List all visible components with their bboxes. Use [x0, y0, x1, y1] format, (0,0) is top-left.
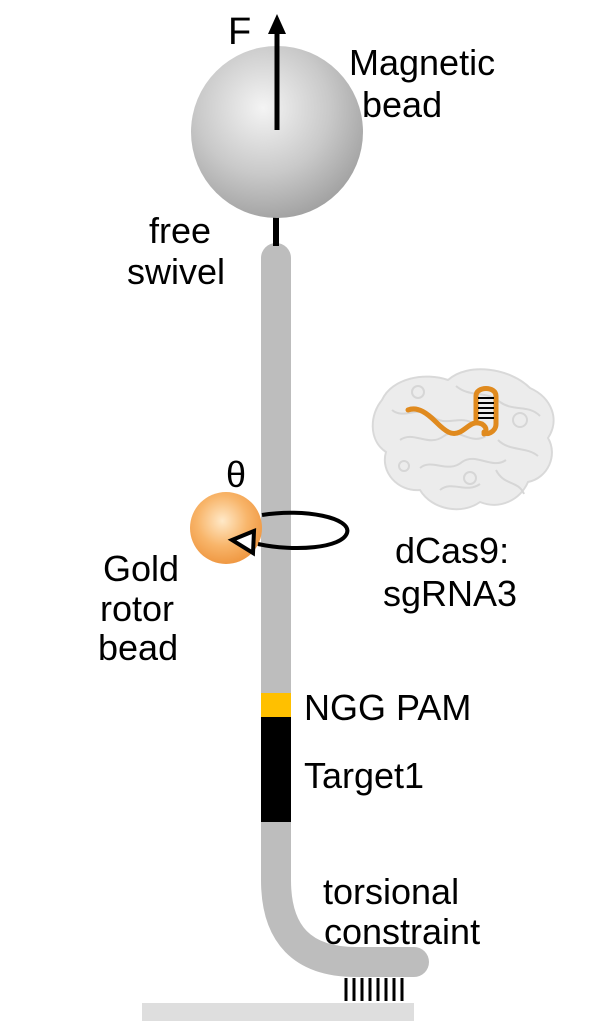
- sgrna-strand: [405, 386, 499, 437]
- swivel-label-line2: swivel: [127, 251, 225, 292]
- pam-label: NGG PAM: [304, 687, 471, 728]
- dna-tether: [261, 243, 429, 977]
- swivel-label-line1: free: [149, 210, 211, 251]
- rotation-arrow: [227, 510, 350, 557]
- gold-bead-label-line3: bead: [98, 627, 178, 668]
- force-label: F: [228, 11, 251, 53]
- magnetic-bead-label-line2: bead: [362, 84, 442, 125]
- target-label: Target1: [304, 755, 424, 796]
- magnetic-bead: [191, 46, 363, 218]
- surface-attachments: [344, 978, 404, 1001]
- gold-bead-label-line1: Gold: [103, 548, 179, 589]
- free-swivel: [273, 216, 279, 246]
- theta-label: θ: [226, 454, 246, 495]
- force-arrow: [268, 14, 286, 130]
- dcas9-protein-structure: [371, 368, 555, 511]
- magnetic-bead-label-line1: Magnetic: [349, 42, 495, 83]
- constraint-label-line1: torsional: [323, 871, 459, 912]
- pam-segment: [261, 693, 291, 717]
- gold-bead-label-line2: rotor: [100, 588, 174, 629]
- dcas9-label-line1: dCas9:: [395, 530, 509, 571]
- constraint-label-line2: constraint: [324, 911, 480, 952]
- dcas9-label-line2: sgRNA3: [383, 573, 517, 614]
- surface: [142, 1003, 414, 1021]
- target-segment: [261, 717, 291, 822]
